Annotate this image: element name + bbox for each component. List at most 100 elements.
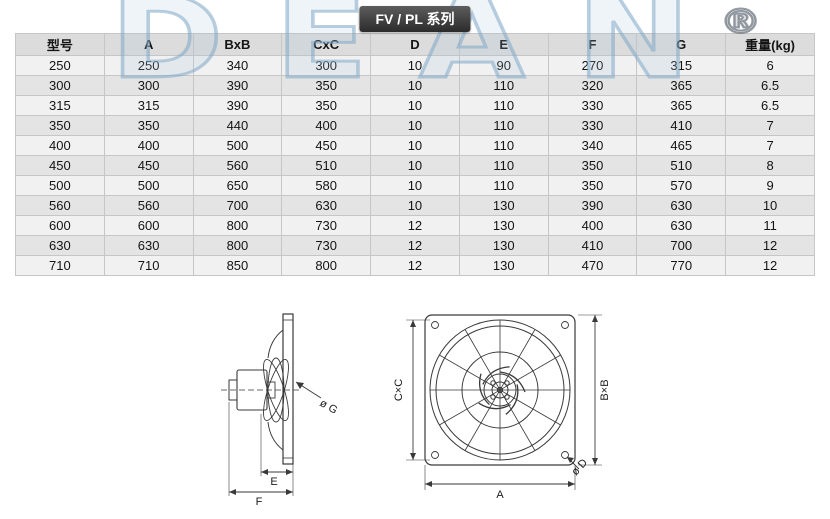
column-header: CxC <box>281 33 372 56</box>
table-cell: 560 <box>15 195 105 216</box>
table-cell: 600 <box>103 215 194 236</box>
table-cell: 365 <box>636 95 727 116</box>
table-cell: 470 <box>547 255 638 276</box>
table-cell: 630 <box>636 195 727 216</box>
table-cell: 350 <box>103 115 194 136</box>
table-cell: 110 <box>458 155 549 176</box>
series-title-badge: FV / PL 系列 <box>359 6 471 32</box>
table-cell: 390 <box>192 95 283 116</box>
table-cell: 250 <box>15 55 105 76</box>
mounting-plate <box>282 313 294 465</box>
guard-spokes <box>430 320 570 460</box>
table-cell: 110 <box>458 135 549 156</box>
column-header: 型号 <box>15 33 105 56</box>
arrowhead <box>286 489 293 495</box>
arrowhead <box>592 458 598 465</box>
technical-drawings: ø G E F <box>0 296 830 519</box>
table-cell: 7 <box>725 135 815 156</box>
table-cell: 450 <box>281 135 372 156</box>
table-cell: 500 <box>192 135 283 156</box>
table-cell: 450 <box>103 155 194 176</box>
fan-blades <box>478 366 526 415</box>
column-header: G <box>636 33 727 56</box>
table-cell: 9 <box>725 175 815 196</box>
table-cell: 110 <box>458 75 549 96</box>
table-cell: 560 <box>103 195 194 216</box>
table-cell: 12 <box>370 255 460 276</box>
arrowhead <box>229 489 236 495</box>
table-cell: 90 <box>458 55 549 76</box>
table-cell: 350 <box>281 75 372 96</box>
column-header: E <box>458 33 549 56</box>
mounting-panel <box>424 314 576 466</box>
column-header: F <box>547 33 638 56</box>
table-cell: 390 <box>192 75 283 96</box>
table-cell: 800 <box>192 235 283 256</box>
table-cell: 465 <box>636 135 727 156</box>
table-cell: 510 <box>281 155 372 176</box>
arrowhead <box>568 481 575 487</box>
arrowhead <box>567 457 574 463</box>
table-cell: 340 <box>192 55 283 76</box>
table-cell: 350 <box>15 115 105 136</box>
table-cell: 10 <box>370 115 460 136</box>
table-cell: 12 <box>370 235 460 256</box>
table-cell: 400 <box>281 115 372 136</box>
table-cell: 300 <box>103 75 194 96</box>
table-cell: 700 <box>636 235 727 256</box>
arrowhead <box>592 315 598 322</box>
table-cell: 410 <box>547 235 638 256</box>
arrowhead <box>296 382 304 389</box>
table-cell: 130 <box>458 215 549 236</box>
dim-label-e: E <box>270 476 277 488</box>
column-header: D <box>370 33 460 56</box>
motor-endcap <box>228 379 238 401</box>
table-cell: 130 <box>458 195 549 216</box>
column-header: 重量(kg) <box>725 33 815 56</box>
impeller-blades <box>263 357 289 423</box>
table-cell: 630 <box>636 215 727 236</box>
table-cell: 730 <box>281 215 372 236</box>
table-cell: 12 <box>725 255 815 276</box>
table-cell: 320 <box>547 75 638 96</box>
table-cell: 400 <box>547 215 638 236</box>
table-cell: 110 <box>458 175 549 196</box>
table-cell: 560 <box>192 155 283 176</box>
arrowhead <box>410 453 416 460</box>
table-cell: 10 <box>370 95 460 116</box>
table-cell: 330 <box>547 115 638 136</box>
table-cell: 350 <box>547 155 638 176</box>
table-cell: 800 <box>192 215 283 236</box>
table-cell: 340 <box>547 135 638 156</box>
table-cell: 315 <box>103 95 194 116</box>
fan-side-view-drawing: ø G E F <box>221 313 340 508</box>
table-cell: 500 <box>103 175 194 196</box>
table-cell: 630 <box>103 235 194 256</box>
table-cell: 110 <box>458 115 549 136</box>
table-cell: 400 <box>103 135 194 156</box>
dim-label-dia-g: ø G <box>318 397 340 417</box>
bellmouth-bottom <box>267 421 284 451</box>
table-cell: 730 <box>281 235 372 256</box>
table-cell: 6 <box>725 55 815 76</box>
column-header: A <box>103 33 194 56</box>
table-cell: 12 <box>370 215 460 236</box>
table-cell: 400 <box>15 135 105 156</box>
arrowhead <box>261 469 268 475</box>
table-cell: 10 <box>725 195 815 216</box>
arrowhead <box>410 320 416 327</box>
table-cell: 710 <box>103 255 194 276</box>
table-cell: 600 <box>15 215 105 236</box>
table-cell: 10 <box>370 195 460 216</box>
table-cell: 10 <box>370 75 460 96</box>
